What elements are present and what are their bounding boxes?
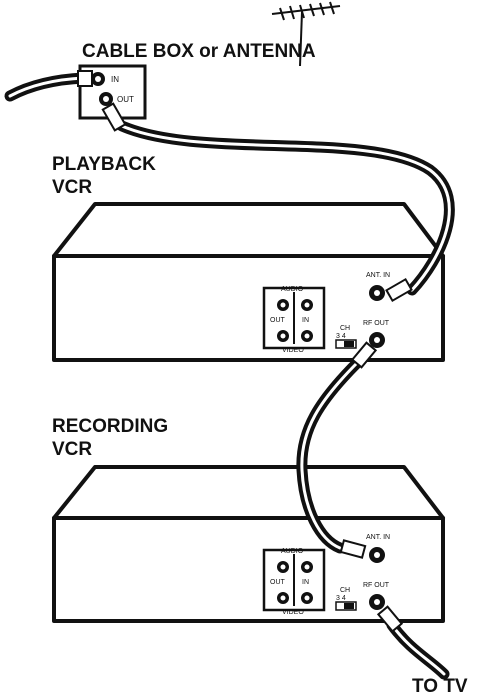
recording-rf-out-jack[interactable] <box>369 594 385 610</box>
playback-av-panel: AUDIO VIDEO OUT IN <box>262 286 326 354</box>
recording-audio-in-jack[interactable] <box>301 561 313 573</box>
cable-box-in-jack[interactable] <box>91 72 105 86</box>
recording-ch-values: 3 4 <box>336 595 346 602</box>
playback-ch-switch[interactable] <box>335 339 357 349</box>
recording-rf-out-label: RF OUT <box>363 582 390 589</box>
playback-video-label: VIDEO <box>282 347 304 354</box>
playback-rf-out-label: RF OUT <box>363 320 390 327</box>
cable-box-antenna-label: CABLE BOX or ANTENNA <box>82 41 316 62</box>
playback-audio-label: AUDIO <box>281 286 304 293</box>
playback-vcr-label-line1: PLAYBACK <box>52 154 156 175</box>
recording-ch-label: CH <box>340 587 350 594</box>
playback-ant-in-jack[interactable] <box>369 285 385 301</box>
recording-audio-out-jack[interactable] <box>277 561 289 573</box>
recording-av-panel: AUDIO VIDEO OUT IN <box>262 548 326 616</box>
recording-ant-in-jack[interactable] <box>369 547 385 563</box>
antenna-icon <box>271 1 341 67</box>
playback-to-recording-cable <box>296 341 378 559</box>
cable-box-in-label: IN <box>111 75 119 84</box>
playback-out-label: OUT <box>270 317 286 324</box>
recording-audio-label: AUDIO <box>281 548 304 555</box>
playback-vcr: AUDIO VIDEO OUT IN ANT. IN RF OUT CH 3 4 <box>52 202 445 362</box>
recording-vcr-label-line1: RECORDING <box>52 416 168 437</box>
recording-ch-switch[interactable] <box>335 601 357 611</box>
cable-box-out-jack[interactable] <box>99 92 113 106</box>
playback-ch-values: 3 4 <box>336 333 346 340</box>
to-tv-label: TO TV <box>412 676 468 697</box>
recording-video-in-jack[interactable] <box>301 592 313 604</box>
playback-video-in-jack[interactable] <box>301 330 313 342</box>
playback-audio-out-jack[interactable] <box>277 299 289 311</box>
recording-to-tv-cable <box>376 605 450 680</box>
cable-box-out-label: OUT <box>117 95 134 104</box>
recording-video-out-jack[interactable] <box>277 592 289 604</box>
playback-ant-in-label: ANT. IN <box>366 272 390 279</box>
playback-audio-in-jack[interactable] <box>301 299 313 311</box>
playback-vcr-label-line2: VCR <box>52 177 92 198</box>
cable-box-to-playback-cable <box>101 102 455 303</box>
recording-ant-in-label: ANT. IN <box>366 534 390 541</box>
playback-ch-label: CH <box>340 325 350 332</box>
playback-rf-out-jack[interactable] <box>369 332 385 348</box>
recording-out-label: OUT <box>270 579 286 586</box>
recording-in-label: IN <box>302 579 309 586</box>
recording-vcr-label-line2: VCR <box>52 439 92 460</box>
playback-video-out-jack[interactable] <box>277 330 289 342</box>
playback-in-label: IN <box>302 317 309 324</box>
recording-video-label: VIDEO <box>282 609 304 616</box>
recording-vcr: AUDIO VIDEO OUT IN ANT. IN RF OUT CH 3 4 <box>52 465 445 623</box>
input-cable <box>4 70 93 102</box>
